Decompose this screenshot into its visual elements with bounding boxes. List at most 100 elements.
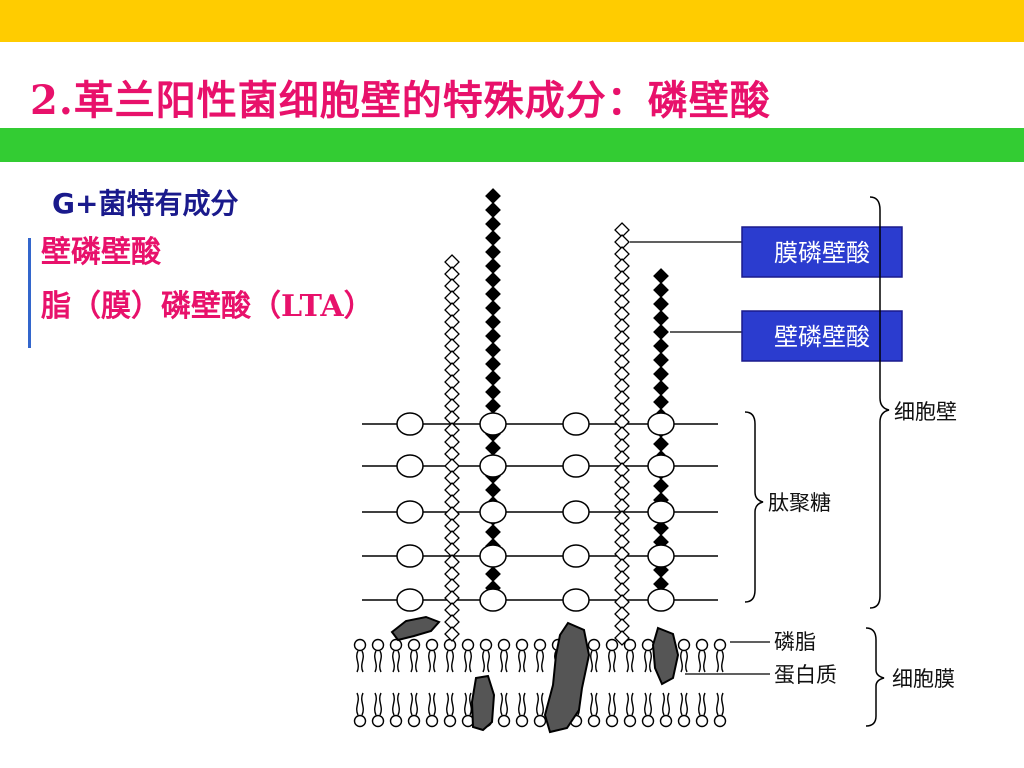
- brace-cell-membrane: [865, 627, 885, 727]
- wall-teichoic-unit: [485, 230, 501, 246]
- phospholipid-tail: [698, 650, 706, 673]
- membrane-proteins: [390, 615, 680, 734]
- phospholipid-head: [497, 638, 511, 652]
- wall-teichoic-unit: [485, 258, 501, 274]
- glycan-sugar: [647, 544, 675, 568]
- wall-teichoic-unit: [485, 398, 501, 414]
- phospholipid-head: [479, 638, 493, 652]
- label-phospholipid: 磷脂: [774, 630, 816, 654]
- phospholipid-tail: [608, 692, 616, 716]
- phospholipid-head: [407, 714, 421, 728]
- label-cell-wall: 细胞壁: [894, 400, 957, 424]
- glycan-sugar: [562, 412, 590, 436]
- green-color-band: [0, 128, 1024, 162]
- phospholipid-tail: [680, 692, 688, 716]
- phospholipid-head: [497, 714, 511, 728]
- phospholipid-head: [371, 638, 385, 652]
- label-wall-teichoic-text: 壁磷壁酸: [774, 323, 870, 351]
- phospholipid-tail: [410, 692, 418, 716]
- glycan-sugar: [396, 412, 424, 436]
- wall-teichoic-unit: [485, 272, 501, 288]
- phospholipid-tail: [518, 692, 526, 716]
- glycan-sugar: [647, 412, 675, 436]
- phospholipid-tail: [536, 692, 544, 716]
- wall-teichoic-unit: [485, 524, 501, 540]
- glycan-sugar: [396, 454, 424, 478]
- phospholipid-tail: [392, 692, 400, 716]
- wall-teichoic-unit: [653, 268, 669, 284]
- wall-teichoic-unit: [653, 478, 669, 494]
- phospholipid-head: [389, 714, 403, 728]
- phospholipid-tail: [698, 692, 706, 716]
- wall-teichoic-unit: [485, 300, 501, 316]
- glycan-sugar: [479, 412, 507, 436]
- subtitle: G+菌特有成分: [52, 187, 239, 220]
- phospholipid-tail: [356, 650, 364, 673]
- phospholipid-head: [443, 638, 457, 652]
- wall-teichoic-unit: [653, 324, 669, 340]
- phospholipid-head: [371, 714, 385, 728]
- phospholipid-head: [389, 638, 403, 652]
- label-membrane-teichoic-text: 膜磷壁酸: [774, 239, 870, 267]
- phospholipid-head: [515, 638, 529, 652]
- wall-teichoic-unit: [653, 366, 669, 382]
- phospholipid-head: [677, 638, 691, 652]
- wall-teichoic-unit: [485, 314, 501, 330]
- phospholipid-head: [677, 714, 691, 728]
- wall-teichoic-unit: [653, 352, 669, 368]
- wall-teichoic-unit: [485, 216, 501, 232]
- peptidoglycan-layer: [362, 412, 718, 612]
- phospholipid-tail: [428, 692, 436, 716]
- glycan-sugar: [396, 544, 424, 568]
- phospholipid-head: [641, 714, 655, 728]
- phospholipid-head: [425, 714, 439, 728]
- phospholipid-tail: [716, 650, 724, 673]
- membrane-protein-right: [651, 626, 680, 686]
- wall-teichoic-unit: [485, 202, 501, 218]
- wall-teichoic-unit: [485, 244, 501, 260]
- phospholipid-tail: [644, 650, 652, 673]
- phospholipid-head: [623, 714, 637, 728]
- label-cell-membrane: 细胞膜: [892, 667, 955, 691]
- phospholipid-tail: [662, 692, 670, 716]
- phospholipid-head: [587, 638, 601, 652]
- phospholipid-head: [353, 638, 367, 652]
- phospholipid-tail: [410, 650, 418, 673]
- wall-teichoic-unit: [485, 356, 501, 372]
- phospholipid-head: [353, 714, 367, 728]
- phospholipid-tail: [446, 650, 454, 673]
- component-list: 壁磷壁酸 脂（膜）磷壁酸（LTA）: [28, 238, 448, 348]
- glycan-sugar: [647, 454, 675, 478]
- wall-teichoic-unit: [485, 286, 501, 302]
- wall-teichoic-unit: [485, 482, 501, 498]
- phospholipid-head: [605, 714, 619, 728]
- glycan-sugar: [479, 544, 507, 568]
- phospholipid-head: [623, 638, 637, 652]
- phospholipid-tail: [392, 650, 400, 673]
- membrane-protein-center: [543, 621, 591, 734]
- phospholipid-tail: [626, 692, 634, 716]
- wall-teichoic-unit: [485, 440, 501, 456]
- phospholipid-head: [695, 714, 709, 728]
- wall-teichoic-unit: [653, 282, 669, 298]
- phospholipid-head: [713, 638, 727, 652]
- top-color-band: [0, 0, 1024, 42]
- glycan-sugar: [562, 588, 590, 612]
- phospholipid-tail: [464, 650, 472, 673]
- phospholipid-tail: [500, 692, 508, 716]
- lipoteichoic-acid-chain-right: [614, 222, 630, 646]
- phospholipid-tail: [608, 650, 616, 673]
- phospholipid-head: [605, 638, 619, 652]
- phospholipid-tail: [356, 692, 364, 716]
- label-protein: 蛋白质: [774, 663, 837, 687]
- wall-teichoic-acid-chain-left: [485, 188, 501, 596]
- label-box-membrane-teichoic: 膜磷壁酸: [741, 226, 903, 278]
- phospholipid-tail: [518, 650, 526, 673]
- phospholipid-tail: [626, 650, 634, 673]
- phospholipid-tail: [680, 650, 688, 673]
- label-peptidoglycan: 肽聚糖: [768, 491, 831, 515]
- glycan-sugar: [562, 454, 590, 478]
- phospholipid-tail: [374, 650, 382, 673]
- membrane-inner-leaflet: [353, 692, 727, 728]
- glycan-sugar: [562, 544, 590, 568]
